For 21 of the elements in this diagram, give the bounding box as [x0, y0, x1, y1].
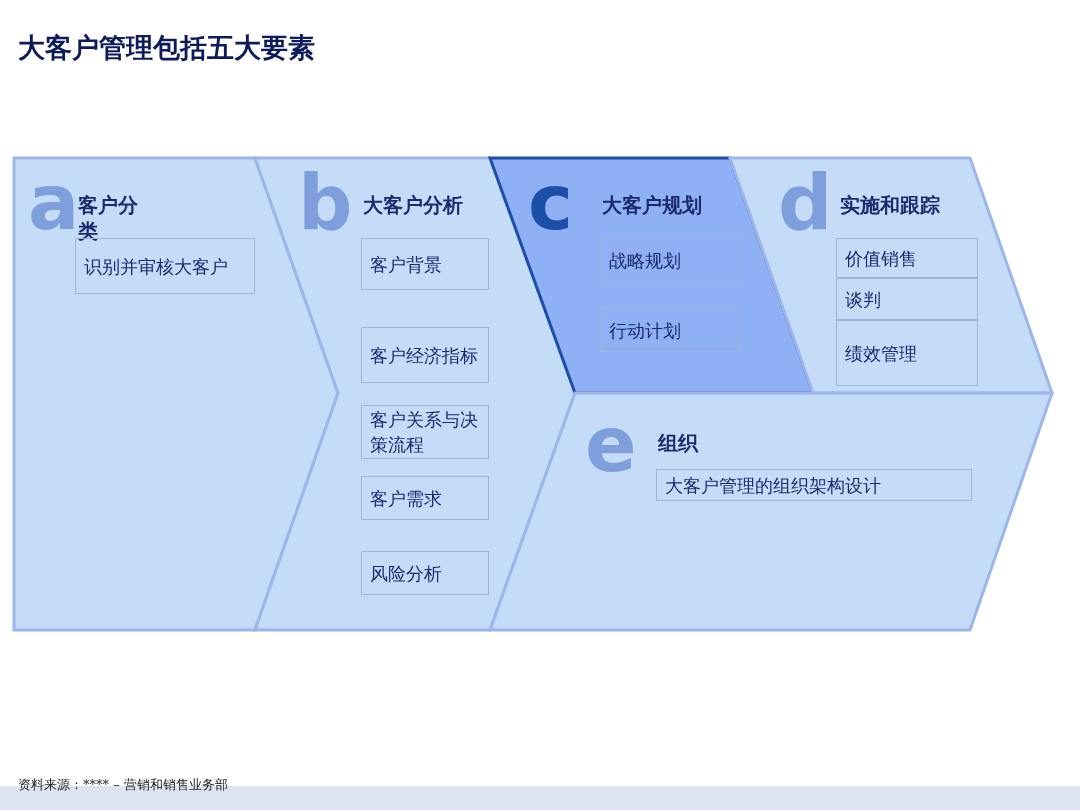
item-box: 绩效管理 — [836, 320, 978, 386]
item-box: 行动计划 — [600, 308, 740, 352]
item-box: 客户需求 — [361, 476, 489, 520]
section-heading: 大客户分析 — [363, 192, 463, 218]
section-letter: d — [778, 168, 833, 238]
item-box: 风险分析 — [361, 551, 489, 595]
section-heading: 实施和跟踪 — [840, 192, 940, 218]
item-box: 大客户管理的组织架构设计 — [656, 469, 972, 501]
section-letter: e — [585, 410, 637, 480]
item-box: 客户关系与决策流程 — [361, 405, 489, 459]
section-letter: b — [298, 168, 353, 238]
section-heading: 组织 — [658, 430, 700, 456]
item-box: 战略规划 — [600, 238, 740, 282]
item-box: 谈判 — [836, 278, 978, 320]
item-box: 客户背景 — [361, 238, 489, 290]
source-note: 资料来源：**** – 营销和销售业务部 — [18, 776, 228, 794]
section-letter: c — [528, 168, 574, 238]
item-box: 价值销售 — [836, 238, 978, 278]
section-heading: 大客户规划 — [602, 192, 702, 218]
title: 大客户管理包括五大要素 — [18, 31, 316, 65]
item-box: 客户经济指标 — [361, 327, 489, 383]
